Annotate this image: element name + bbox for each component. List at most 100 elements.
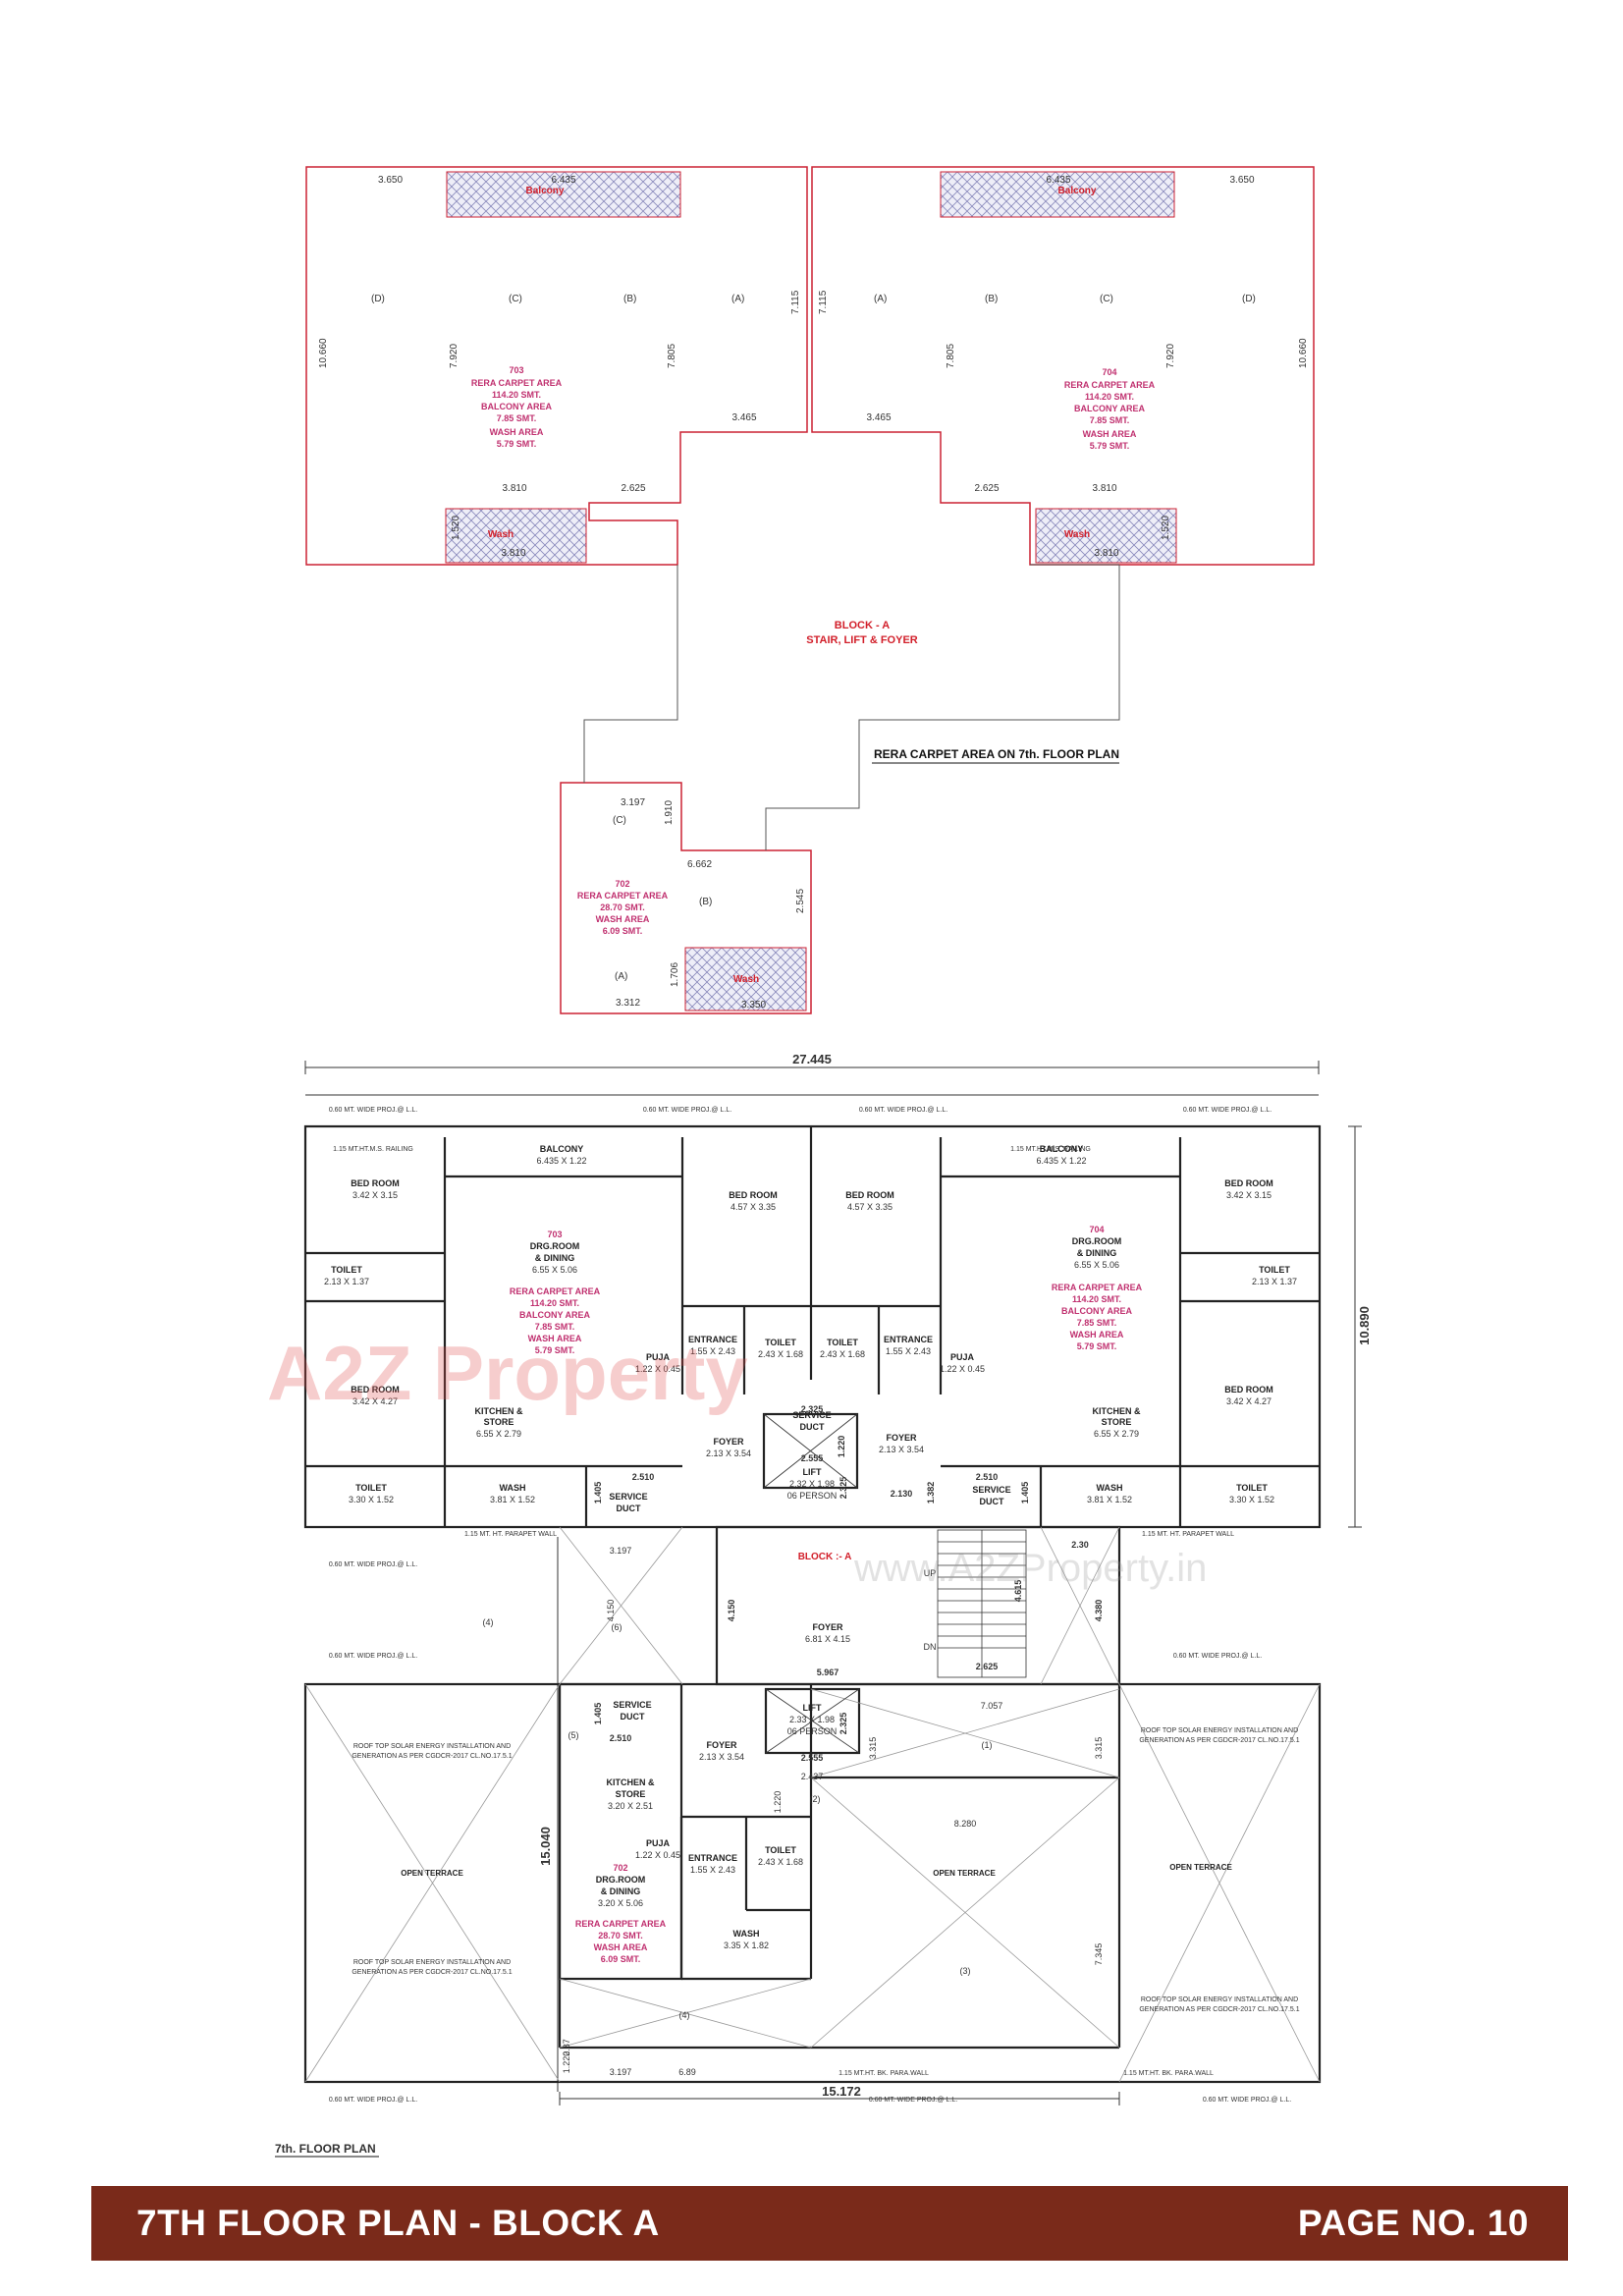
rera-line: 114.20 SMT. [1072, 1294, 1121, 1304]
unit-number: 704 [1102, 367, 1116, 377]
dim: 2.325 [839, 1713, 848, 1735]
rera-line: WASH AREA [528, 1334, 582, 1343]
room-size: 2.43 X 1.68 [820, 1349, 865, 1359]
room-name: KITCHEN & [607, 1777, 655, 1787]
dim: 3.650 [1229, 175, 1254, 186]
core-label: STAIR, LIFT & FOYER [806, 634, 918, 646]
room-size: 3.42 X 4.27 [352, 1396, 398, 1406]
dim: 7.057 [981, 1701, 1003, 1711]
dim: 3.810 [1094, 548, 1118, 559]
rera-line: RERA CARPET AREA [577, 891, 669, 901]
dim: 1.405 [593, 1482, 603, 1504]
rera-line: RERA CARPET AREA [510, 1286, 601, 1296]
dim: 6.435 [1046, 175, 1070, 186]
dim: 2.555 [801, 1753, 824, 1763]
staircase [937, 1529, 1027, 1678]
room-name: ENTRANCE [688, 1853, 737, 1863]
room-name: BED ROOM [729, 1190, 778, 1200]
room-size: 4.57 X 3.35 [847, 1202, 893, 1212]
room-name: OPEN TERRACE [401, 1869, 463, 1878]
room-size: 6.435 X 1.22 [1036, 1156, 1086, 1166]
dim: 3.810 [1092, 483, 1116, 494]
overall-dim-labels: 27.445 10.890 15.040 15.172 [538, 1052, 1372, 2099]
projection-label: 0.60 MT. WIDE PROJ.@ L.L. [1183, 1107, 1271, 1114]
room-size: 2.13 X 1.37 [1252, 1277, 1297, 1286]
room-name: DUCT [980, 1497, 1004, 1506]
room-name: PUJA [950, 1352, 975, 1362]
lower-depth: 15.040 [538, 1827, 553, 1866]
room-size: 3.30 X 1.52 [349, 1495, 394, 1504]
room-size: 2.43 X 1.68 [758, 1857, 803, 1867]
unit-704-rera: 704 RERA CARPET AREA 114.20 SMT. BALCONY… [1064, 367, 1156, 451]
room-size: 4.57 X 3.35 [730, 1202, 776, 1212]
dim: 7.345 [1094, 1943, 1104, 1966]
room-size: 1.55 X 2.43 [690, 1346, 735, 1356]
room-size: 3.35 X 1.82 [724, 1941, 769, 1950]
dim: 3.810 [502, 483, 526, 494]
room-name: BED ROOM [1224, 1385, 1273, 1394]
room-name: SERVICE [792, 1410, 831, 1420]
rera-line: 114.20 SMT. [530, 1298, 579, 1308]
dim: 7.115 [818, 290, 829, 314]
room-size: 06 PERSON [787, 1491, 838, 1501]
projection-label: 0.60 MT. WIDE PROJ.@ L.L. [869, 2097, 957, 2104]
wash-label: Wash [1064, 529, 1090, 540]
room-size: 3.42 X 3.15 [1226, 1190, 1271, 1200]
dim: 3.197 [610, 1546, 632, 1556]
rera-line: 5.79 SMT. [497, 439, 537, 449]
room-name: TOILET [765, 1338, 796, 1347]
room-name: SERVICE [613, 1700, 651, 1710]
room-name: KITCHEN & [475, 1406, 523, 1416]
dim: 1.405 [593, 1703, 603, 1725]
room-name: ENTRANCE [688, 1335, 737, 1344]
rera-line: BALCONY AREA [1061, 1306, 1133, 1316]
stair-up: UP [924, 1568, 937, 1578]
page-footer: 7TH FLOOR PLAN - BLOCK A PAGE NO. 10 [91, 2186, 1568, 2261]
zone: (B) [699, 897, 712, 907]
room-name: DRG.ROOM [596, 1875, 646, 1885]
rera-line: 114.20 SMT. [492, 390, 541, 400]
dim: 2.437 [801, 1772, 824, 1781]
room-name: BED ROOM [845, 1190, 894, 1200]
dim: 3.465 [866, 412, 891, 423]
room-name: DRG.ROOM [530, 1241, 580, 1251]
room-size: 1.55 X 2.43 [886, 1346, 931, 1356]
projection-label: 0.60 MT. WIDE PROJ.@ L.L. [329, 2097, 417, 2104]
rera-line: 7.85 SMT. [1077, 1318, 1117, 1328]
projection-label: 0.60 MT. WIDE PROJ.@ L.L. [1203, 2097, 1291, 2104]
room-name: BALCONY [540, 1144, 584, 1154]
room-size: 2.32 X 1.98 [789, 1479, 835, 1489]
unit-704-outline [811, 166, 1315, 566]
solar-note: ROOF TOP SOLAR ENERGY INSTALLATION AND [1141, 1996, 1298, 2003]
dim: 1.910 [664, 800, 675, 825]
walls [303, 1124, 1322, 2084]
dim: 3.197 [621, 797, 645, 808]
dim: 3.810 [501, 548, 525, 559]
hatched-areas [445, 171, 1177, 1011]
rera-line: 28.70 SMT. [598, 1931, 643, 1941]
room-size: 6.55 X 5.06 [532, 1265, 577, 1275]
rera-line: RERA CARPET AREA [575, 1919, 667, 1929]
zone: (A) [615, 971, 627, 982]
zone-mark: (6) [612, 1622, 622, 1632]
rera-line: 5.79 SMT. [1077, 1341, 1117, 1351]
room-name: BED ROOM [1224, 1178, 1273, 1188]
dim: 3.315 [1094, 1737, 1104, 1760]
dim: 7.920 [449, 344, 460, 368]
room-size: 2.13 X 3.54 [879, 1445, 924, 1454]
room-size: 2.13 X 3.54 [706, 1449, 751, 1458]
room-name: STORE [484, 1417, 514, 1427]
room-name: & DINING [1077, 1248, 1117, 1258]
room-name: FOYER [886, 1433, 917, 1443]
balcony-label: Balcony [1058, 186, 1097, 196]
dim: 2.130 [891, 1489, 913, 1499]
railing-label: 1.15 MT.HT.M.S. RAILING [333, 1146, 413, 1153]
dim: 4.380 [1094, 1600, 1104, 1622]
room-name: PUJA [646, 1352, 671, 1362]
unit-number: 702 [613, 1863, 627, 1873]
room-size: 3.81 X 1.52 [490, 1495, 535, 1504]
rera-line: BALCONY AREA [519, 1310, 591, 1320]
rera-line: BALCONY AREA [481, 402, 553, 411]
rera-line: WASH AREA [490, 427, 544, 437]
dim: 2.625 [621, 483, 645, 494]
